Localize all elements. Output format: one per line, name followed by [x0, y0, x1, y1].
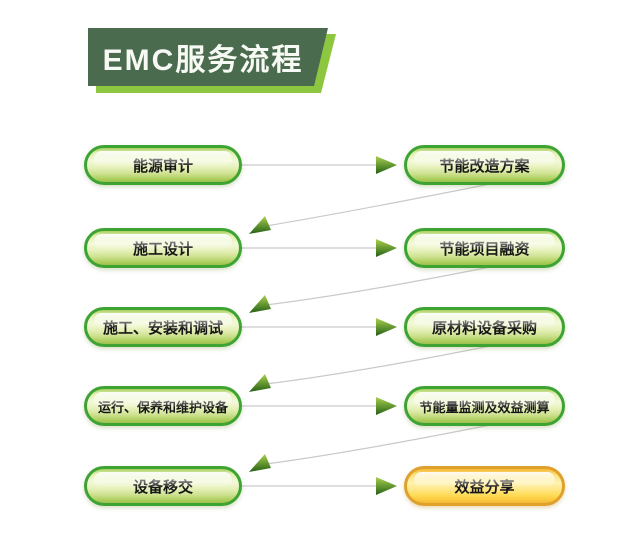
- arrow-right-icon: [376, 156, 397, 174]
- node-label: 节能改造方案: [439, 157, 530, 175]
- node-construction-install-debug: 施工、安装和调试: [84, 307, 242, 347]
- page-title: EMC服务流程: [102, 44, 304, 77]
- node-label: 运行、保养和维护设备: [97, 399, 228, 415]
- node-equipment-handover: 设备移交: [84, 466, 242, 506]
- node-label: 节能量监测及效益测算: [419, 399, 550, 415]
- node-label: 原材料设备采购: [431, 319, 537, 337]
- right-arrowheads: [376, 156, 397, 495]
- banner-shape: [88, 28, 328, 86]
- node-label: 施工设计: [132, 240, 193, 258]
- connector-curves: [265, 182, 496, 465]
- connector-curve: [265, 423, 496, 465]
- node-benefit-sharing: 效益分享: [404, 466, 565, 506]
- node-label: 施工、安装和调试: [102, 319, 223, 337]
- node-operation-maintenance: 运行、保养和维护设备: [84, 386, 242, 426]
- connector-curve: [265, 182, 496, 227]
- node-savings-monitoring: 节能量监测及效益测算: [404, 386, 565, 426]
- downleft-arrowheads: [249, 216, 271, 472]
- node-project-financing: 节能项目融资: [404, 228, 565, 268]
- connector-curve: [265, 344, 496, 385]
- node-construction-design: 施工设计: [84, 228, 242, 268]
- node-energy-audit: 能源审计: [84, 145, 242, 185]
- arrow-right-icon: [376, 318, 397, 336]
- node-label: 效益分享: [454, 478, 515, 496]
- connector-lines: [242, 164, 394, 487]
- node-retrofit-plan: 节能改造方案: [404, 145, 565, 185]
- arrow-down-left-icon: [249, 216, 271, 234]
- node-label: 设备移交: [132, 478, 193, 496]
- arrow-right-icon: [376, 397, 397, 415]
- arrow-down-left-icon: [249, 295, 271, 313]
- arrow-down-left-icon: [249, 374, 271, 392]
- node-label: 能源审计: [132, 157, 193, 175]
- connector-curve: [265, 265, 496, 306]
- arrow-down-left-icon: [249, 454, 271, 472]
- node-label: 节能项目融资: [439, 240, 530, 258]
- node-materials-procurement: 原材料设备采购: [404, 307, 565, 347]
- arrow-right-icon: [376, 239, 397, 257]
- arrow-right-icon: [376, 477, 397, 495]
